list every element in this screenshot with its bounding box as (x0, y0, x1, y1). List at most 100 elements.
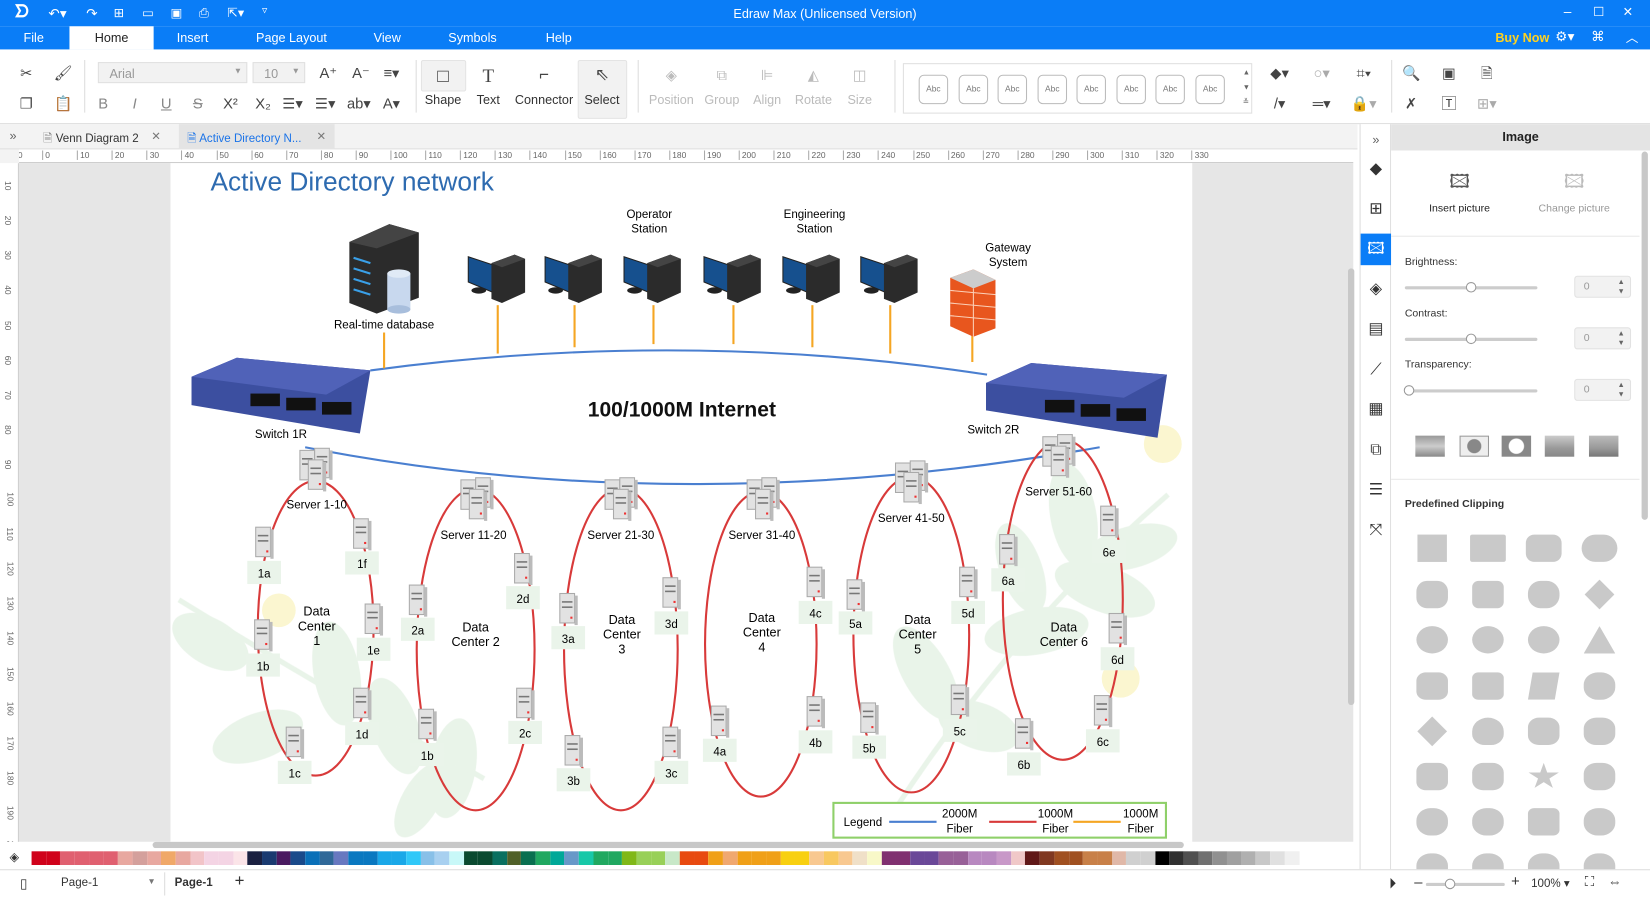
color-swatch[interactable] (823, 850, 839, 865)
position-icon[interactable]: ◈ (665, 66, 678, 84)
clipping-shape[interactable] (1527, 672, 1560, 700)
server-icon[interactable] (1108, 612, 1128, 646)
clipping-shape[interactable] (1583, 762, 1616, 791)
color-swatch[interactable] (564, 850, 579, 865)
color-swatch[interactable] (334, 850, 349, 865)
group-icon[interactable]: ⧉ (716, 66, 728, 84)
server-icon[interactable] (364, 603, 384, 637)
clipping-shape[interactable] (1527, 808, 1560, 836)
color-swatch[interactable] (794, 850, 810, 865)
clipping-shape[interactable] (1583, 717, 1616, 746)
clipping-shape[interactable] (1525, 534, 1562, 562)
color-swatch[interactable] (74, 850, 90, 865)
color-swatch[interactable] (809, 850, 824, 865)
color-swatch[interactable] (506, 850, 522, 865)
color-swatch[interactable] (434, 850, 450, 865)
connector-tool-label[interactable]: Connector (514, 92, 574, 108)
color-swatch[interactable] (60, 850, 75, 865)
shadow-icon[interactable]: ○▾ (1313, 64, 1330, 82)
data-panel-icon[interactable]: ⧉ (1370, 440, 1382, 459)
text-background-icon[interactable]: ab▾ (346, 94, 371, 112)
color-swatch[interactable] (1039, 850, 1055, 865)
switch-1r-icon[interactable] (191, 357, 371, 434)
color-swatch[interactable] (838, 850, 853, 865)
server-icon[interactable] (559, 592, 579, 626)
format-painter-icon[interactable]: 🖌 (53, 64, 73, 82)
group-label[interactable]: Group (704, 92, 740, 108)
play-icon[interactable]: ⏵ (1389, 874, 1397, 892)
color-swatch[interactable] (982, 850, 997, 865)
color-swatch[interactable] (766, 850, 781, 865)
clipping-shape[interactable] (1472, 808, 1504, 836)
contrast-input[interactable]: 0▲▼ (1574, 327, 1632, 350)
outline-panel-icon[interactable]: ☰ (1368, 480, 1383, 499)
switch-2r-icon[interactable] (986, 363, 1168, 438)
firewall-icon[interactable] (950, 269, 996, 337)
align-label[interactable]: Align (753, 92, 782, 108)
tools-icon[interactable]: ✗ (1404, 94, 1418, 112)
new-icon[interactable]: ⊞ (113, 5, 125, 20)
clipping-shape[interactable] (1472, 717, 1504, 746)
increase-font-icon[interactable]: A⁺ (319, 64, 338, 82)
color-swatch[interactable] (1241, 850, 1256, 865)
color-swatch[interactable] (1155, 850, 1170, 865)
style-sample[interactable]: Abc (1076, 74, 1106, 105)
font-size-select[interactable]: 10▼ (252, 62, 306, 84)
clipping-shape[interactable] (1583, 672, 1616, 700)
color-swatch[interactable] (1126, 850, 1141, 865)
color-swatch[interactable] (967, 850, 983, 865)
preview-icon[interactable]: 🗎 (1480, 64, 1493, 82)
color-swatch[interactable] (89, 850, 104, 865)
align-icon[interactable]: ⊫ (760, 66, 774, 84)
size-icon[interactable]: ◫ (852, 66, 867, 84)
color-swatch[interactable] (852, 850, 867, 865)
clipping-shape[interactable] (1472, 626, 1504, 654)
workstation-icon[interactable] (782, 254, 841, 304)
color-swatch[interactable] (694, 850, 709, 865)
color-swatch[interactable] (31, 850, 46, 865)
server-icon[interactable] (1093, 694, 1114, 728)
clipping-shape[interactable] (1416, 808, 1448, 836)
server-icon[interactable] (253, 619, 274, 653)
database-server-icon[interactable] (349, 224, 419, 314)
collapse-ribbon-icon[interactable]: ︿ (1625, 30, 1639, 46)
server-icon[interactable] (408, 584, 429, 618)
color-swatch[interactable] (1270, 850, 1285, 865)
clipping-shape[interactable] (1584, 579, 1615, 610)
menu-page-layout[interactable]: Page Layout (256, 30, 327, 46)
zoom-slider[interactable] (1425, 878, 1505, 890)
color-swatch[interactable] (478, 850, 493, 865)
color-swatch[interactable] (622, 850, 637, 865)
color-swatch[interactable] (593, 850, 608, 865)
workstation-icon[interactable] (623, 254, 682, 304)
color-swatch[interactable] (953, 850, 968, 865)
style-sample[interactable]: Abc (958, 74, 989, 105)
transparency-input[interactable]: 0▲▼ (1574, 378, 1632, 401)
page-panel-icon[interactable]: ▤ (1368, 319, 1384, 338)
color-swatch[interactable] (1169, 850, 1184, 865)
color-swatch[interactable] (348, 850, 363, 865)
color-swatch[interactable] (362, 850, 378, 865)
clipping-shape[interactable] (1472, 672, 1504, 700)
style-sample[interactable]: Abc (1195, 74, 1225, 105)
color-swatch[interactable] (938, 850, 954, 865)
collapse-panel-icon[interactable]: » (1372, 132, 1380, 148)
color-swatch[interactable] (262, 850, 277, 865)
clipping-shape[interactable] (1527, 626, 1560, 654)
menu-home[interactable]: Home (69, 26, 154, 50)
image-effect-thumb[interactable] (1588, 435, 1619, 457)
fit-width-icon[interactable]: ⇔ (1607, 873, 1622, 890)
line-color-icon[interactable]: /▾ (1273, 94, 1286, 112)
menu-file[interactable]: File (23, 30, 44, 46)
server-cluster-icon[interactable] (461, 478, 494, 521)
expand-library-icon[interactable]: » (9, 128, 17, 144)
server-icon[interactable] (513, 552, 534, 586)
fullscreen-icon[interactable]: ⛶ (1584, 873, 1595, 890)
color-swatch[interactable] (665, 850, 680, 865)
theme-panel-icon[interactable]: ⊞ (1369, 199, 1383, 218)
color-swatch[interactable] (521, 850, 536, 865)
clipping-shape[interactable] (1416, 762, 1448, 791)
paste-icon[interactable]: 📋 (53, 94, 73, 112)
image-effect-thumb[interactable] (1415, 435, 1445, 457)
color-swatch[interactable] (924, 850, 939, 865)
